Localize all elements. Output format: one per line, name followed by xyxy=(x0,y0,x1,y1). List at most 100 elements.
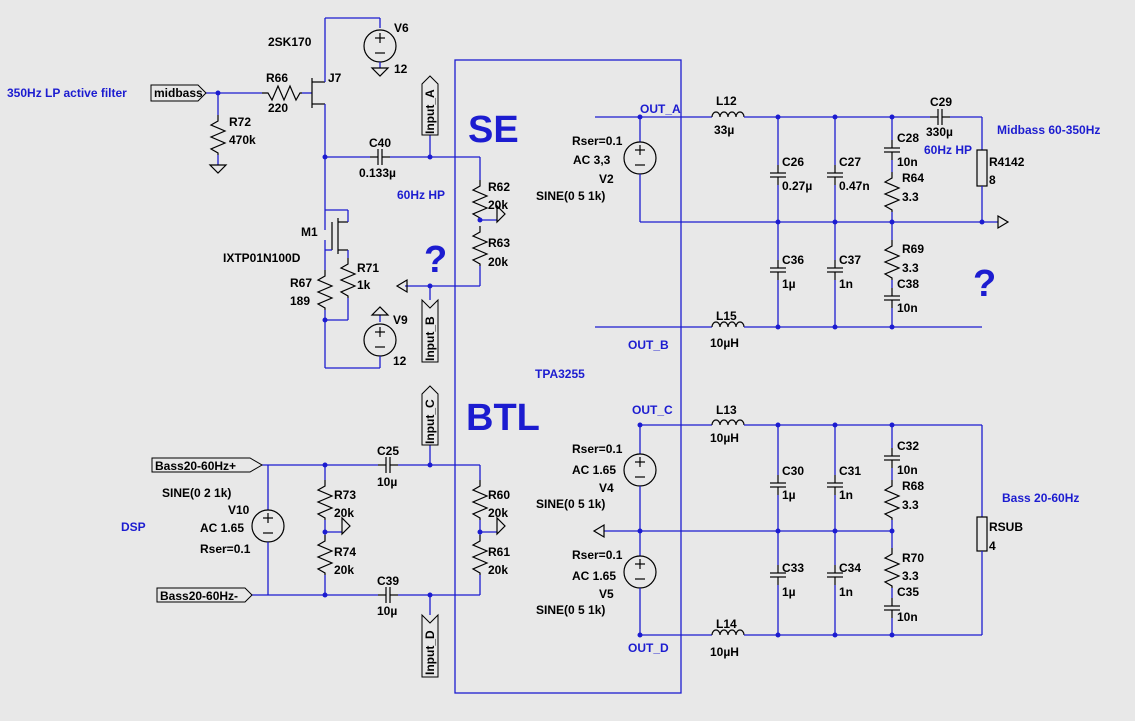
c31-val: 1n xyxy=(839,488,853,502)
r60-name: R60 xyxy=(488,488,510,502)
r74-val: 20k xyxy=(334,563,354,577)
btl-output-section xyxy=(592,419,988,638)
v6-val: 12 xyxy=(394,62,408,76)
r73-val: 20k xyxy=(334,506,354,520)
c38-name: C38 xyxy=(897,277,919,291)
r64-name: R64 xyxy=(902,171,924,185)
r73-name: R73 xyxy=(334,488,356,502)
flag-bass-pos-label: Bass20-60Hz+ xyxy=(155,459,236,473)
se-output-section xyxy=(595,108,1010,330)
v4-name: V4 xyxy=(599,481,614,495)
l15-name: L15 xyxy=(716,309,737,323)
r72-name: R72 xyxy=(229,115,251,129)
c27-name: C27 xyxy=(839,155,861,169)
c30-name: C30 xyxy=(782,464,804,478)
c37-val: 1n xyxy=(839,277,853,291)
c40-name: C40 xyxy=(369,136,391,150)
r4142-name: R4142 xyxy=(989,155,1025,169)
r72-val: 470k xyxy=(229,133,256,147)
flag-input-c: Input_C xyxy=(421,385,439,446)
r71-name: R71 xyxy=(357,261,379,275)
v4-rser: Rser=0.1 xyxy=(572,442,623,456)
c32-name: C32 xyxy=(897,439,919,453)
c39-val: 10µ xyxy=(377,604,397,618)
m1-name: M1 xyxy=(301,225,318,239)
ic-tpa3255 xyxy=(454,59,682,694)
c28-name: C28 xyxy=(897,131,919,145)
r62-name: R62 xyxy=(488,180,510,194)
l14-val: 10µH xyxy=(710,645,739,659)
flag-bass-pos: Bass20-60Hz+ xyxy=(151,457,263,473)
annotation-lp-filter: 350Hz LP active filter xyxy=(7,86,127,100)
l13-val: 10µH xyxy=(710,431,739,445)
c34-name: C34 xyxy=(839,561,861,575)
c31-name: C31 xyxy=(839,464,861,478)
r64-val: 3.3 xyxy=(902,190,919,204)
rsub-name: RSUB xyxy=(989,520,1023,534)
r4142-val: 8 xyxy=(989,173,996,187)
v10-rser: Rser=0.1 xyxy=(200,542,251,556)
v2-ac: AC 3,3 xyxy=(573,153,611,167)
r66-name: R66 xyxy=(266,71,288,85)
dsp-source-section xyxy=(250,445,506,615)
c38-val: 10n xyxy=(897,301,918,315)
c26-name: C26 xyxy=(782,155,804,169)
c40-val: 0.133µ xyxy=(359,166,396,180)
c33-name: C33 xyxy=(782,561,804,575)
annotation-btl: BTL xyxy=(466,397,540,439)
r69-val: 3.3 xyxy=(902,261,919,275)
flag-input-d-label: Input_D xyxy=(423,630,437,675)
v9-name: V9 xyxy=(393,313,408,327)
c33-val: 1µ xyxy=(782,585,796,599)
m1-part: IXTP01N100D xyxy=(223,251,301,265)
c35-name: C35 xyxy=(897,585,919,599)
r68-val: 3.3 xyxy=(902,498,919,512)
r74-name: R74 xyxy=(334,545,356,559)
c36-name: C36 xyxy=(782,253,804,267)
flag-input-b-label: Input_B xyxy=(423,316,437,361)
annotation-question-1: ? xyxy=(424,239,447,281)
r63-val: 20k xyxy=(488,255,508,269)
v9-val: 12 xyxy=(393,354,407,368)
c32-val: 10n xyxy=(897,463,918,477)
j7-name: J7 xyxy=(328,71,342,85)
v10-ac: AC 1.65 xyxy=(200,521,244,535)
c26-val: 0.27µ xyxy=(782,179,812,193)
r63-name: R63 xyxy=(488,236,510,250)
flag-input-b: Input_B xyxy=(421,298,439,363)
v4-sine: SINE(0 5 1k) xyxy=(536,497,605,511)
r68-name: R68 xyxy=(902,479,924,493)
net-out-d: OUT_D xyxy=(628,641,669,655)
c28-val: 10n xyxy=(897,155,918,169)
c36-val: 1µ xyxy=(782,277,796,291)
c39-name: C39 xyxy=(377,574,399,588)
flag-bass-neg: Bass20-60Hz- xyxy=(156,587,253,603)
r69-name: R69 xyxy=(902,242,924,256)
v2-name: V2 xyxy=(599,172,614,186)
v5-rser: Rser=0.1 xyxy=(572,548,623,562)
c30-val: 1µ xyxy=(782,488,796,502)
flag-input-a-label: Input_A xyxy=(423,89,437,134)
r61-name: R61 xyxy=(488,545,510,559)
flag-input-c-label: Input_C xyxy=(423,399,437,444)
flag-input-a: Input_A xyxy=(421,75,439,136)
v2-sine: SINE(0 5 1k) xyxy=(536,189,605,203)
r70-name: R70 xyxy=(902,551,924,565)
r71-val: 1k xyxy=(357,278,371,292)
v5-ac: AC 1.65 xyxy=(572,569,616,583)
c35-val: 10n xyxy=(897,610,918,624)
l14-name: L14 xyxy=(716,617,737,631)
l15-val: 10µH xyxy=(710,336,739,350)
j7-part: 2SK170 xyxy=(268,35,312,49)
r70-val: 3.3 xyxy=(902,569,919,583)
c29-name: C29 xyxy=(930,95,952,109)
flag-midbass-label: midbass xyxy=(154,86,203,100)
c37-name: C37 xyxy=(839,253,861,267)
jfet-buffer-section xyxy=(205,17,506,369)
c34-val: 1n xyxy=(839,585,853,599)
r60-val: 20k xyxy=(488,506,508,520)
l12-name: L12 xyxy=(716,94,737,108)
c27-val: 0.47n xyxy=(839,179,870,193)
v2-rser: Rser=0.1 xyxy=(572,134,623,148)
